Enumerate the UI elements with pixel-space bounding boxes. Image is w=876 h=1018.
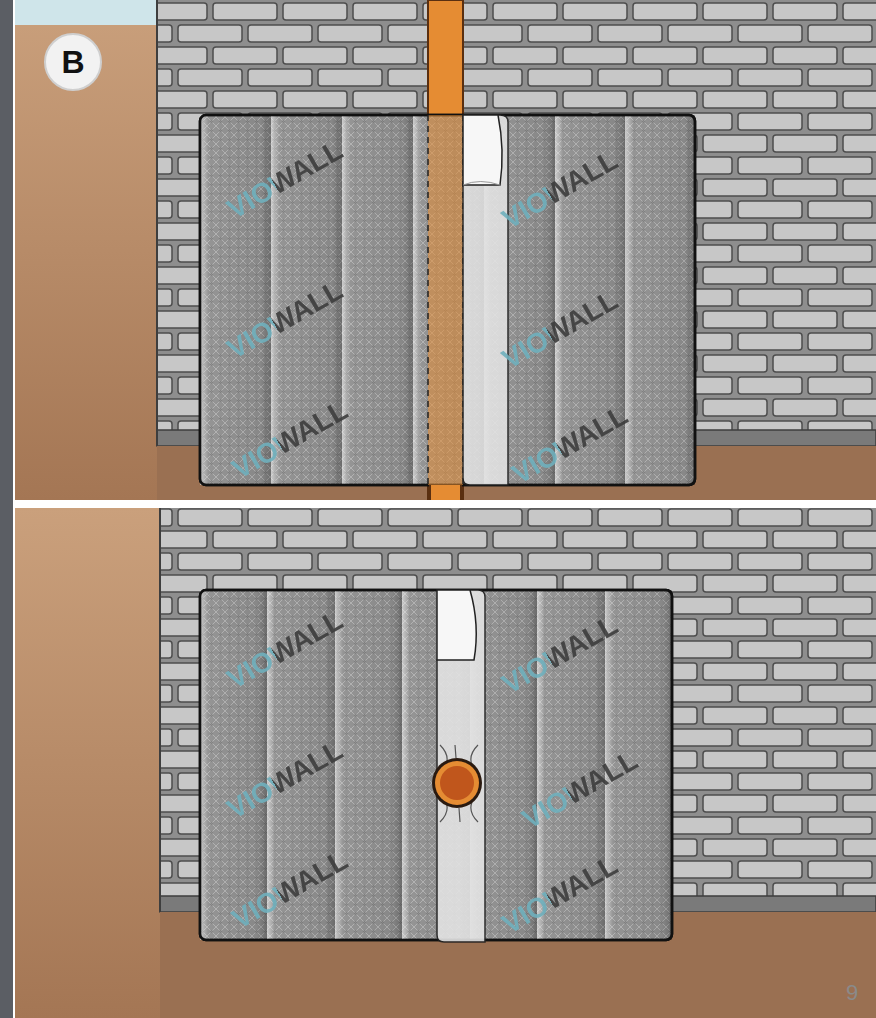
panel-letter-circle: B <box>44 33 102 91</box>
panel-letter: B <box>61 44 84 81</box>
page-number: 9 <box>846 980 858 1006</box>
